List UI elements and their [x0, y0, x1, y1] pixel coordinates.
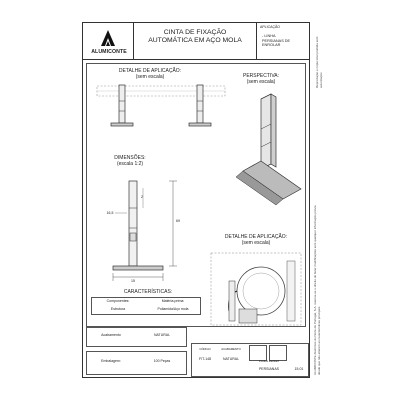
dimension-width: 15 [131, 279, 135, 283]
application-item: - LINHA [262, 34, 276, 38]
sheet-header: ALUMICONTE CINTA DE FIXAÇÃO AUTOMÁTICA E… [83, 23, 309, 60]
packaging-value: 100 Peças [153, 359, 171, 363]
footer-block [191, 343, 309, 377]
product-title: CINTA DE FIXAÇÃO AUTOMÁTICA EM AÇO MOLA [135, 29, 255, 45]
footer-finish-label: ACABAMENTO [221, 347, 241, 351]
packaging-row [86, 351, 187, 375]
footer-preview-2 [269, 345, 287, 361]
side-note-bottom: ALUMICONTE Alumínios do Norte de Portuga… [313, 205, 321, 375]
characteristics-table [91, 297, 201, 315]
dimension-b: 2 [141, 195, 143, 199]
technical-sheet: ALUMICONTE CINTA DE FIXAÇÃO AUTOMÁTICA E… [82, 22, 310, 378]
perspective-scale: (sem escala) [246, 79, 276, 85]
dimension-a: 16,5 [106, 211, 114, 215]
packaging-label: Embalagem: [101, 359, 121, 363]
characteristics-col2-value: Poliamida/Aço mola [157, 307, 189, 311]
detail1-drawing [96, 84, 226, 127]
dimensions-title: DIMENSÕES: [114, 155, 146, 161]
footer-code-value: FIT-148 [198, 357, 212, 361]
characteristics-title: CARACTERÍSTICAS: [123, 289, 173, 295]
application-list: - LINHA PERSIANAS DE ENROLAR [262, 34, 290, 48]
finish-row [86, 327, 187, 347]
drawing-frame [86, 63, 306, 327]
footer-line-value: PERSIANAS [258, 367, 280, 371]
title-line-1: CINTA DE FIXAÇÃO [163, 29, 227, 36]
title-line-2: AUTOMÁTICA EM AÇO MOLA [148, 37, 242, 44]
application-item: PERSIANAS DE [262, 38, 291, 43]
footer-line-label: Produto standard [259, 360, 279, 363]
application-cell: APLICAÇÃO - LINHA PERSIANAS DE ENROLAR [256, 23, 310, 59]
dimensions-scale: (escala 1:2) [116, 161, 144, 167]
perspective-title: PERSPECTIVA: [242, 73, 280, 79]
characteristics-col1-value: Estrutura [110, 307, 126, 311]
application-label: APLICAÇÃO [260, 25, 281, 29]
logo-cell: ALUMICONTE [83, 23, 134, 59]
dimensions-drawing [112, 180, 177, 281]
footer-preview-1 [249, 345, 267, 361]
characteristics-col2-header: Matéria-prima: [161, 299, 185, 303]
characteristics-col1-header: Componentes: [106, 299, 130, 303]
finish-label: Acabamento [101, 333, 121, 337]
detail2-title: DETALHE DE APLICAÇÃO: [224, 234, 288, 240]
detail1-scale: (sem escala) [135, 74, 165, 80]
side-note-top: Reprodução e cópia total proibida sem au… [315, 36, 323, 88]
footer-code-label: CÓDIGO [199, 347, 211, 351]
footer-finish-value: NATURAL [222, 357, 240, 361]
application-item: ENROLAR [262, 43, 281, 47]
perspective-drawing [235, 93, 302, 206]
footer-page-number: 15.01 [294, 367, 304, 371]
brand-logo-icon [101, 30, 115, 46]
dimension-height: 69 [176, 219, 180, 223]
detail2-scale: (sem escala) [241, 240, 271, 246]
finish-value: NATURAL [153, 333, 171, 337]
brand-name: ALUMICONTE [91, 49, 127, 55]
detail1-title: DETALHE DE APLICAÇÃO: [118, 68, 182, 74]
detail2-drawing [210, 252, 302, 326]
